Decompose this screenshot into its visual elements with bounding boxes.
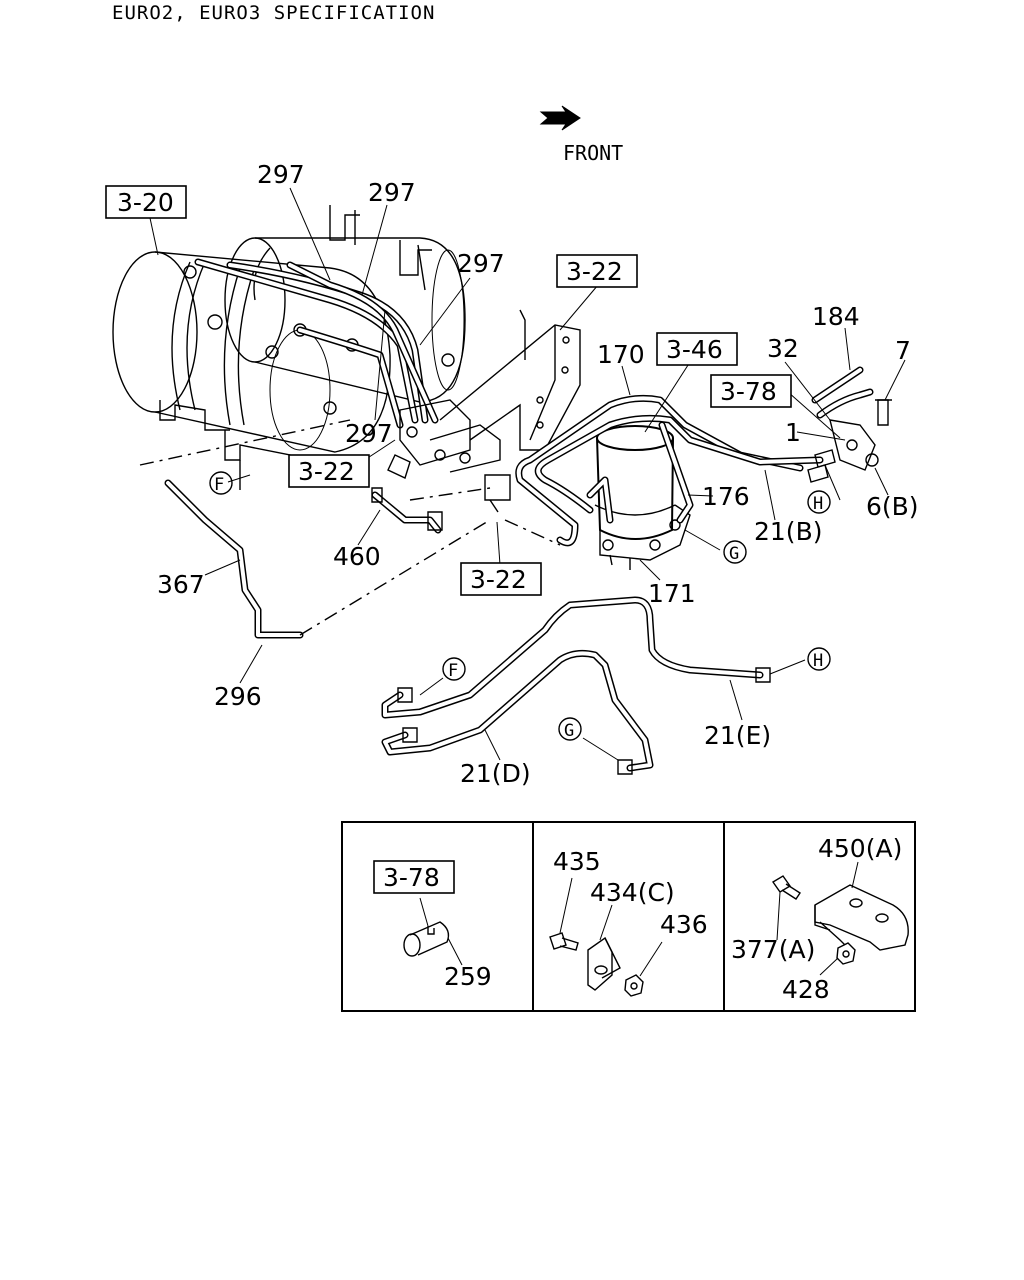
connection-marker-h: H bbox=[807, 490, 831, 514]
svg-text:3-22: 3-22 bbox=[298, 457, 355, 486]
svg-text:F: F bbox=[448, 661, 458, 681]
part-label-7: 7 bbox=[895, 336, 911, 365]
frame-bracket bbox=[439, 309, 581, 451]
part-label-377a: 377(A) bbox=[731, 935, 815, 964]
svg-text:G: G bbox=[564, 721, 574, 741]
part-label-171: 171 bbox=[648, 579, 696, 608]
part-label-297: 297 bbox=[345, 419, 393, 448]
tank-pipes bbox=[194, 258, 439, 429]
ref-box-3-78-detail: 3-78 bbox=[373, 860, 455, 894]
svg-text:H: H bbox=[813, 494, 823, 514]
pipe-367-296 bbox=[164, 479, 304, 639]
detail-part-450a-bracket bbox=[814, 861, 909, 951]
ref-box-3-22-left: 3-22 bbox=[288, 454, 370, 488]
part-label-436: 436 bbox=[660, 910, 708, 939]
front-label: FRONT bbox=[563, 141, 623, 165]
connection-marker-f: F bbox=[442, 657, 466, 681]
part-label-296: 296 bbox=[214, 682, 262, 711]
connection-marker-f: F bbox=[209, 471, 233, 495]
part-label-176: 176 bbox=[702, 482, 750, 511]
part-label-6b: 6(B) bbox=[866, 492, 919, 521]
part-label-184: 184 bbox=[812, 302, 860, 331]
detail-part-435-bolt bbox=[549, 877, 579, 951]
front-arrow-icon bbox=[539, 105, 581, 131]
part-label-170: 170 bbox=[597, 340, 645, 369]
part-label-450a: 450(A) bbox=[818, 834, 902, 863]
detail-part-434c-clip bbox=[587, 904, 621, 991]
svg-text:3-46: 3-46 bbox=[666, 335, 723, 364]
part-label-297: 297 bbox=[457, 249, 505, 278]
svg-text:3-78: 3-78 bbox=[383, 863, 440, 892]
part-label-32: 32 bbox=[767, 334, 799, 363]
part-label-367: 367 bbox=[157, 570, 205, 599]
page-title: EURO2, EURO3 SPECIFICATION bbox=[112, 2, 436, 24]
part-label-1: 1 bbox=[785, 418, 801, 447]
ref-box-3-46: 3-46 bbox=[656, 332, 738, 366]
ref-box-3-22-bottom: 3-22 bbox=[460, 562, 542, 596]
ref-box-3-20: 3-20 bbox=[105, 185, 187, 219]
svg-text:3-78: 3-78 bbox=[720, 377, 777, 406]
part-label-460: 460 bbox=[333, 542, 381, 571]
detail-part-428-nut bbox=[819, 942, 856, 976]
leader-lines bbox=[149, 187, 906, 761]
detail-part-436-nut bbox=[624, 941, 663, 997]
svg-text:3-20: 3-20 bbox=[117, 188, 174, 217]
part-label-297: 297 bbox=[368, 178, 416, 207]
svg-text:H: H bbox=[813, 651, 823, 671]
pipe-460 bbox=[371, 487, 443, 534]
connection-marker-h: H bbox=[807, 647, 831, 671]
part-label-21b: 21(B) bbox=[754, 517, 822, 546]
part-label-435: 435 bbox=[553, 847, 601, 876]
part-label-21d: 21(D) bbox=[460, 759, 531, 788]
ref-box-3-78-top: 3-78 bbox=[710, 374, 792, 408]
lower-pipes bbox=[381, 596, 771, 775]
detail-panel bbox=[341, 821, 916, 1012]
part-label-428: 428 bbox=[782, 975, 830, 1004]
part-label-434c: 434(C) bbox=[590, 878, 675, 907]
part-label-21e: 21(E) bbox=[704, 721, 771, 750]
detail-part-377a-bolt bbox=[771, 875, 801, 941]
svg-text:F: F bbox=[214, 475, 224, 495]
svg-text:G: G bbox=[729, 544, 739, 564]
right-fittings bbox=[807, 366, 892, 483]
connection-marker-g: G bbox=[558, 717, 582, 741]
part-label-259: 259 bbox=[444, 962, 492, 991]
detail-part-259 bbox=[403, 897, 463, 966]
part-label-297: 297 bbox=[257, 160, 305, 189]
svg-text:3-22: 3-22 bbox=[566, 257, 623, 286]
connection-marker-g: G bbox=[723, 540, 747, 564]
valve-block bbox=[387, 399, 511, 513]
svg-text:3-22: 3-22 bbox=[470, 565, 527, 594]
dryer-pipes bbox=[515, 394, 824, 547]
ref-box-3-22-top: 3-22 bbox=[556, 254, 638, 288]
connection-dash-lines bbox=[139, 419, 561, 636]
